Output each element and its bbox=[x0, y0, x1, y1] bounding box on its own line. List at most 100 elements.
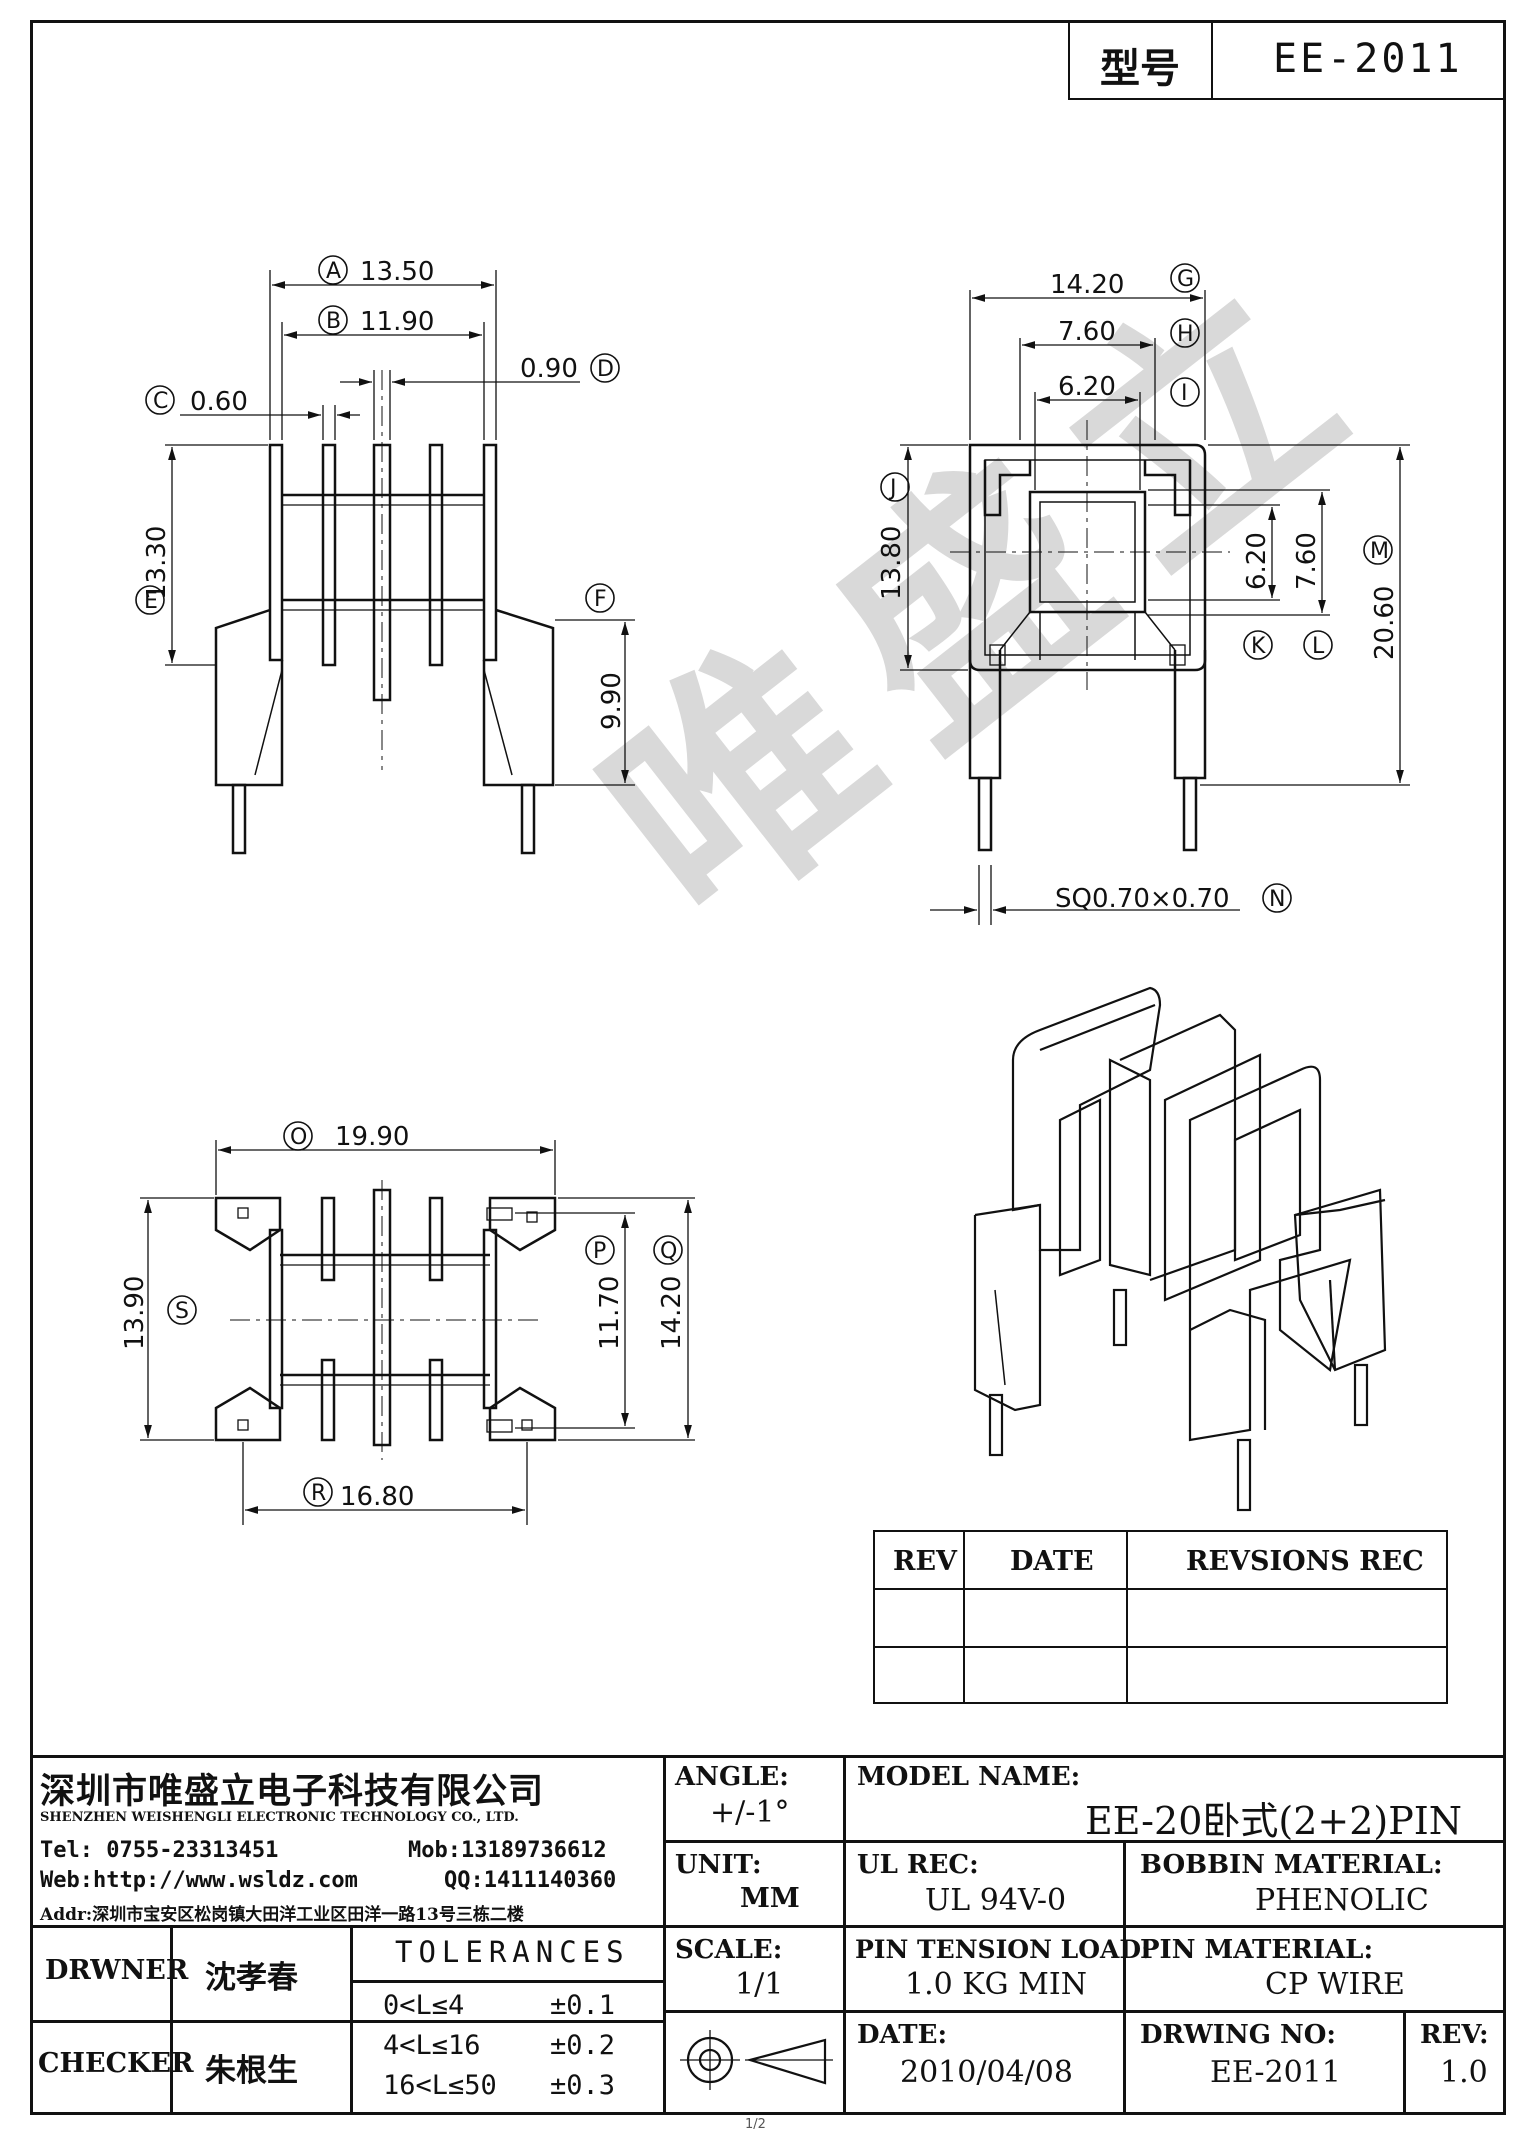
revisions-header-cell: REVSIONS REC bbox=[1126, 1530, 1448, 1590]
unit-label: UNIT: bbox=[675, 1850, 762, 1880]
marker-b-icon: B bbox=[318, 305, 348, 335]
dim-c-value: 0.60 bbox=[190, 387, 248, 417]
svg-text:H: H bbox=[1177, 322, 1194, 347]
angle-value: +/-1° bbox=[710, 1795, 790, 1830]
ul-label: UL REC: bbox=[857, 1850, 979, 1880]
scale-value: 1/1 bbox=[735, 1967, 784, 2002]
svg-text:N: N bbox=[1269, 887, 1285, 912]
marker-f-icon: F bbox=[585, 583, 615, 613]
svg-text:C: C bbox=[153, 389, 168, 414]
svg-text:I: I bbox=[1181, 381, 1188, 406]
drawing-no-value: EE-2011 bbox=[1210, 2055, 1341, 2090]
tolerances-title: TOLERANCES bbox=[395, 1935, 630, 1969]
side-view bbox=[950, 420, 1230, 852]
dim-n-value: SQ0.70×0.70 bbox=[1055, 884, 1230, 914]
svg-text:E: E bbox=[144, 589, 158, 614]
page-number: 1/2 bbox=[745, 2117, 766, 2132]
company-address: Addr:深圳市宝安区松岗镇大田洋工业区田洋一路13号三栋二楼 bbox=[40, 1905, 524, 1925]
svg-text:F: F bbox=[594, 587, 607, 612]
svg-text:D: D bbox=[597, 357, 614, 382]
rev-row-2-rec bbox=[1126, 1646, 1448, 1704]
svg-text:B: B bbox=[326, 309, 341, 334]
tolerance-range-3: 16<L≤50 bbox=[383, 2070, 497, 2101]
svg-text:J: J bbox=[888, 476, 897, 501]
dim-m-value: 20.60 bbox=[1370, 586, 1400, 660]
rev-header-cell: REV bbox=[873, 1530, 965, 1590]
marker-h-icon: H bbox=[1170, 318, 1200, 348]
drawer-value: 沈孝春 bbox=[205, 1960, 298, 1996]
dim-f-value: 9.90 bbox=[597, 672, 627, 730]
dim-g-value: 14.20 bbox=[1050, 270, 1124, 300]
unit-value: MM bbox=[740, 1883, 800, 1914]
date-header-cell: DATE bbox=[963, 1530, 1128, 1590]
dim-i-value: 6.20 bbox=[1058, 372, 1116, 402]
rev-row-2-rev bbox=[873, 1646, 965, 1704]
company-web: Web:http://www.wsldz.com bbox=[40, 1868, 358, 1893]
rev-label: REV: bbox=[1420, 2020, 1489, 2050]
company-mob: Mob:13189736612 bbox=[408, 1838, 607, 1863]
company-name-en: SHENZHEN WEISHENGLI ELECTRONIC TECHNOLOG… bbox=[40, 1810, 519, 1825]
dim-q-value: 14.20 bbox=[657, 1276, 687, 1350]
marker-j-icon: J bbox=[880, 472, 910, 502]
rev-row-2-date bbox=[963, 1646, 1128, 1704]
angle-label: ANGLE: bbox=[675, 1762, 789, 1792]
isometric-view bbox=[973, 986, 1387, 1512]
company-name-cn: 深圳市唯盛立电子科技有限公司 bbox=[40, 1771, 545, 1812]
projection-symbol-icon bbox=[680, 2030, 833, 2090]
marker-r-icon: R bbox=[303, 1477, 333, 1507]
marker-a-icon: A bbox=[318, 255, 348, 285]
marker-c-icon: C bbox=[145, 385, 175, 415]
date-value: 2010/04/08 bbox=[900, 2055, 1073, 2090]
dim-l-value: 7.60 bbox=[1292, 532, 1322, 590]
marker-i-icon: I bbox=[1170, 377, 1200, 407]
tolerance-range-1: 0<L≤4 bbox=[383, 1990, 465, 2021]
tolerance-value-1: ±0.1 bbox=[550, 1990, 616, 2021]
marker-g-icon: G bbox=[1170, 263, 1200, 293]
svg-text:Q: Q bbox=[660, 1239, 677, 1264]
type-label-cell: 型号 bbox=[1068, 20, 1213, 100]
company-tel: Tel: 0755-23313451 bbox=[40, 1838, 279, 1863]
tolerance-value-2: ±0.2 bbox=[550, 2030, 616, 2061]
svg-text:G: G bbox=[1177, 267, 1194, 292]
bottom-view bbox=[214, 1180, 557, 1460]
date-header: DATE bbox=[1010, 1546, 1094, 1577]
rev-row-1-rev bbox=[873, 1588, 965, 1648]
ul-value: UL 94V-0 bbox=[925, 1883, 1067, 1918]
model-value: EE-20卧式(2+2)PIN bbox=[1085, 1799, 1463, 1843]
bobbin-label: BOBBIN MATERIAL: bbox=[1140, 1850, 1443, 1880]
type-label: 型号 bbox=[1100, 45, 1180, 92]
dim-o-value: 19.90 bbox=[335, 1122, 409, 1152]
pin-tension-value: 1.0 KG MIN bbox=[905, 1967, 1087, 2002]
type-value-cell: EE-2011 bbox=[1211, 20, 1506, 100]
rev-value: 1.0 bbox=[1440, 2055, 1488, 2090]
svg-text:K: K bbox=[1251, 634, 1266, 659]
rev-row-1-rec bbox=[1126, 1588, 1448, 1648]
revisions-header: REVSIONS REC bbox=[1186, 1546, 1424, 1577]
type-value: EE-2011 bbox=[1273, 36, 1463, 82]
marker-p-icon: P bbox=[585, 1235, 615, 1265]
svg-text:P: P bbox=[593, 1239, 606, 1264]
svg-text:L: L bbox=[1312, 634, 1325, 659]
bobbin-value: PHENOLIC bbox=[1255, 1883, 1429, 1918]
drawing-sheet-border bbox=[30, 20, 1506, 2115]
pin-tension-label: PIN TENSION LOAD: bbox=[855, 1935, 1151, 1964]
tolerance-range-2: 4<L≤16 bbox=[383, 2030, 481, 2061]
svg-text:S: S bbox=[175, 1299, 189, 1324]
dim-h-value: 7.60 bbox=[1058, 317, 1116, 347]
dim-d-value: 0.90 bbox=[520, 354, 578, 384]
marker-e-icon: E bbox=[135, 585, 165, 615]
model-label: MODEL NAME: bbox=[857, 1762, 1081, 1792]
dim-a-value: 13.50 bbox=[360, 257, 434, 287]
svg-text:M: M bbox=[1370, 539, 1389, 564]
marker-d-icon: D bbox=[590, 353, 620, 383]
scale-label: SCALE: bbox=[675, 1935, 783, 1965]
marker-o-icon: O bbox=[283, 1121, 313, 1151]
pin-material-value: CP WIRE bbox=[1265, 1967, 1405, 2002]
tolerance-value-3: ±0.3 bbox=[550, 2070, 616, 2101]
marker-s-icon: S bbox=[167, 1295, 197, 1325]
drawer-label: DRWNER bbox=[45, 1955, 189, 1986]
checker-value: 朱根生 bbox=[205, 2053, 298, 2089]
front-view bbox=[214, 370, 555, 855]
dim-p-value: 11.70 bbox=[595, 1276, 625, 1350]
